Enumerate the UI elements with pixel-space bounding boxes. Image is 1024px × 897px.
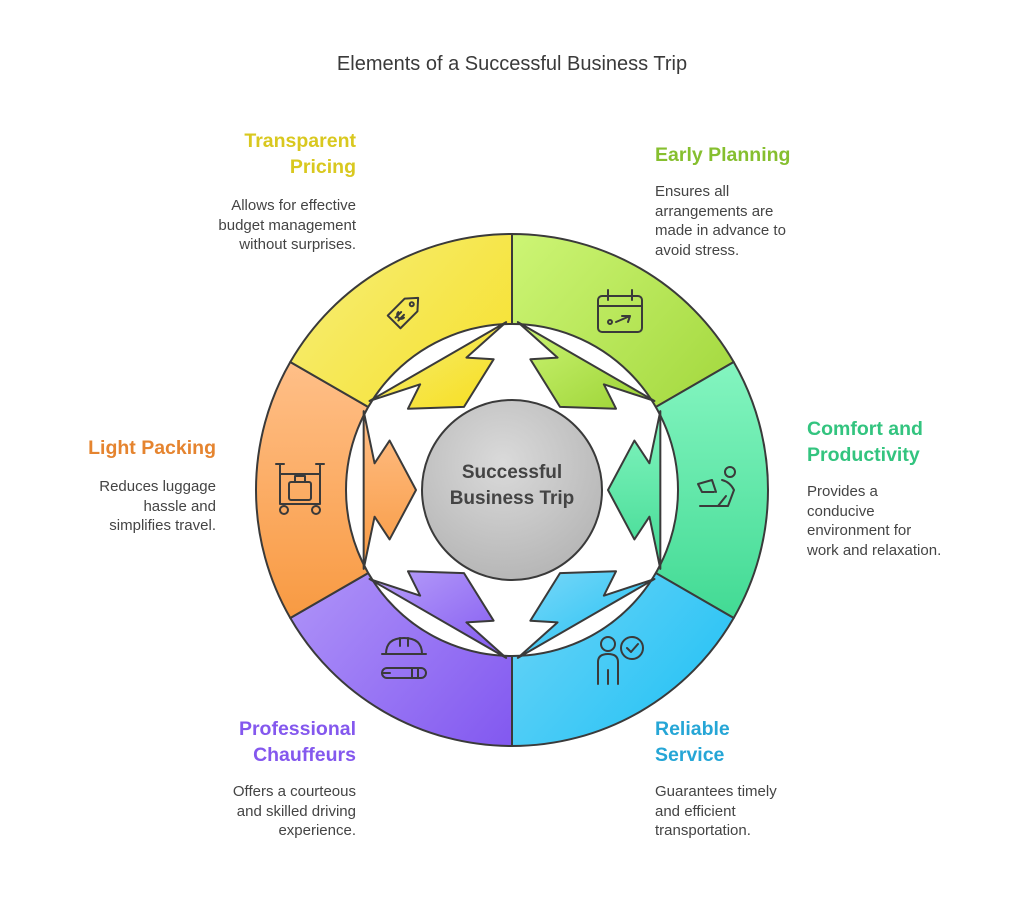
desc-line: Guarantees timely bbox=[655, 783, 777, 800]
title-line: Professional bbox=[238, 718, 356, 740]
calendar-icon bbox=[597, 289, 643, 333]
item-reliable-service: Reliable Service Guarantees timely and e… bbox=[655, 716, 875, 841]
center-label-line1: Successful bbox=[461, 462, 563, 483]
desc-line: hassle and bbox=[143, 497, 216, 515]
center-label-line2: Business Trip bbox=[449, 488, 575, 509]
desc-line: Reduces luggage bbox=[99, 478, 216, 495]
title-line: Pricing bbox=[289, 156, 356, 178]
item-transparent-pricing: Transparent Pricing Allows for effective… bbox=[150, 128, 356, 255]
desc-line: experience. bbox=[278, 822, 356, 839]
item-early-planning: Early Planning Ensures all arrangements … bbox=[655, 142, 875, 260]
desc-line: and efficient bbox=[655, 802, 736, 820]
price-tag-icon bbox=[386, 296, 420, 330]
inner-arrow-light-packing bbox=[362, 410, 417, 570]
inner-arrow-comfort-productivity bbox=[607, 410, 662, 570]
title-line: Light Packing bbox=[88, 437, 216, 459]
desc-line: without surprises. bbox=[239, 236, 356, 253]
desc-line: budget management bbox=[218, 216, 356, 234]
person-laptop-icon bbox=[697, 466, 736, 507]
title-line: Service bbox=[655, 744, 725, 766]
title-line: Chauffeurs bbox=[253, 744, 356, 766]
inner-arrow-transparent-pricing bbox=[368, 321, 508, 410]
desc-line: work and relaxation. bbox=[807, 541, 942, 559]
desc-line: simplifies travel. bbox=[109, 517, 216, 534]
desc-line: Provides a bbox=[807, 483, 878, 500]
desc-line: transportation. bbox=[655, 822, 751, 839]
desc-line: arrangements are bbox=[655, 202, 774, 220]
page-title: Elements of a Successful Business Trip bbox=[336, 53, 688, 75]
person-checkmark-icon bbox=[597, 636, 644, 685]
desc-line: environment for bbox=[807, 522, 912, 539]
title-line: Reliable bbox=[655, 718, 730, 740]
luggage-cart-icon bbox=[275, 463, 325, 515]
desc-line: Offers a courteous bbox=[232, 783, 356, 800]
desc-line: and skilled driving bbox=[236, 802, 356, 820]
inner-arrow-early-planning bbox=[516, 321, 656, 410]
title-line: Productivity bbox=[807, 444, 920, 466]
desc-line: Ensures all bbox=[655, 183, 730, 200]
desc-line: Allows for effective bbox=[231, 197, 356, 214]
title-line: Transparent bbox=[244, 130, 356, 152]
hardhat-icon bbox=[381, 637, 427, 679]
desc-line: made in advance to bbox=[655, 222, 786, 239]
item-light-packing: Light Packing Reduces luggage hassle and… bbox=[40, 435, 216, 536]
inner-arrow-professional-chauffeurs bbox=[368, 570, 508, 659]
inner-arrow-reliable-service bbox=[516, 570, 656, 659]
desc-line: avoid stress. bbox=[655, 241, 740, 259]
item-professional-chauffeurs: Professional Chauffeurs Offers a courteo… bbox=[150, 716, 356, 841]
item-comfort-productivity: Comfort and Productivity Provides a cond… bbox=[807, 416, 1017, 560]
desc-line: conducive bbox=[807, 502, 875, 520]
center-label: Successful Business Trip bbox=[420, 460, 604, 512]
title-line: Early Planning bbox=[655, 144, 791, 166]
title-line: Comfort and bbox=[807, 418, 923, 440]
center-circle bbox=[421, 399, 603, 581]
